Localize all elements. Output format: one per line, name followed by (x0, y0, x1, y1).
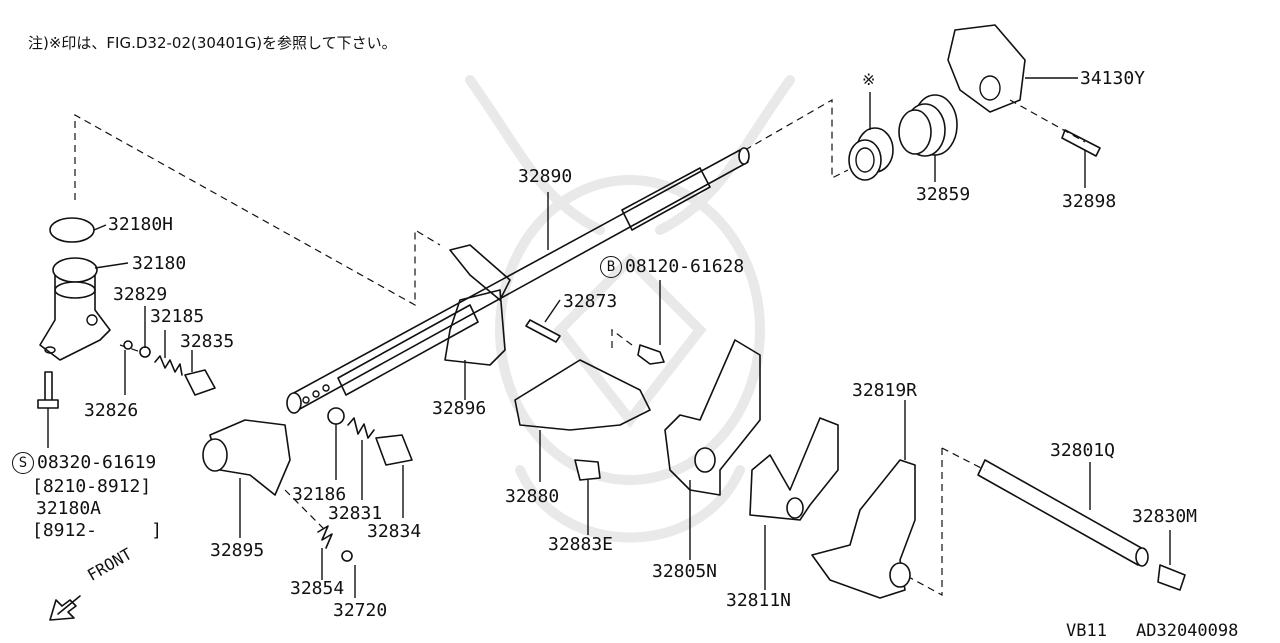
label-08320-text: 08320-61619 (37, 452, 157, 473)
label-32859: 32859 (916, 184, 971, 205)
fork-32819R-hole (889, 562, 911, 588)
reference-note: 注)※印は、FIG.D32-02(30401G)を参照して下さい。 (28, 34, 397, 52)
label-32180A: 32180A (36, 498, 102, 519)
dash-line-rod-right (904, 447, 986, 597)
label-32895: 32895 (210, 540, 265, 561)
s-symbol-icon: S (12, 452, 34, 474)
pin-32898 (1061, 129, 1101, 157)
label-32854: 32854 (290, 578, 345, 599)
dash-line-left (74, 113, 441, 307)
cover-34130Y (947, 24, 1026, 113)
lever-32895 (209, 419, 291, 496)
label-32180H: 32180H (108, 214, 174, 235)
ball-32720 (341, 550, 353, 562)
spring-32854 (317, 525, 333, 549)
label-32805N: 32805N (652, 561, 718, 582)
label-32883E: 32883E (548, 534, 614, 555)
fork-32819R (811, 459, 916, 599)
label-32896: 32896 (432, 398, 487, 419)
label-32890: 32890 (518, 166, 573, 187)
label-8210-range: [8210-8912] (32, 476, 152, 497)
dash-line-spring (284, 489, 326, 531)
spring-32831 (347, 417, 375, 439)
footer-model: VB11 (1066, 621, 1107, 641)
plug-32830M (1157, 564, 1186, 591)
label-8912-range: [8912- ] (32, 520, 163, 541)
leader-lines (47, 77, 1171, 598)
label-32720: 32720 (333, 600, 388, 621)
label-32826: 32826 (84, 400, 139, 421)
bracket-32880 (514, 359, 651, 431)
bolt-08120 (637, 344, 665, 365)
plug-32835 (184, 369, 216, 396)
fork-32805N-hole (694, 447, 716, 473)
ball-32826 (123, 340, 133, 350)
label-32830M: 32830M (1132, 506, 1198, 527)
ball-32829 (139, 346, 151, 358)
label-32880: 32880 (505, 486, 560, 507)
ring-asterisk-part (848, 127, 894, 181)
spring-32185 (154, 355, 183, 376)
label-32819R: 32819R (852, 380, 918, 401)
label-32829: 32829 (113, 284, 168, 305)
label-32811N: 32811N (726, 590, 792, 611)
rod-32801Q (977, 459, 1146, 566)
label-32834: 32834 (367, 521, 422, 542)
watermark-emblem (465, 75, 795, 543)
label-08120-text: 08120-61628 (625, 256, 745, 277)
label-32186: 32186 (292, 484, 347, 505)
label-32873: 32873 (563, 291, 618, 312)
housing-32180 (39, 217, 111, 361)
shift-rod-32890 (286, 147, 750, 414)
rod-32801Q-end (1135, 547, 1149, 567)
shoe-32883E (574, 459, 601, 481)
label-32185: 32185 (150, 306, 205, 327)
boot-32859 (898, 94, 958, 157)
b-symbol-icon: B (600, 256, 622, 278)
cover-hole (979, 75, 1001, 101)
seal-32180H (49, 217, 95, 243)
label-34130Y: 34130Y (1080, 68, 1146, 89)
fork-32811N (749, 417, 839, 521)
lever-boss (202, 438, 228, 472)
label-32180: 32180 (132, 253, 187, 274)
bolt-08320 (37, 371, 59, 409)
label-32801Q: 32801Q (1050, 440, 1116, 461)
dash-line-rod-top (744, 98, 849, 179)
label-32835: 32835 (180, 331, 235, 352)
dash-line-pin (1009, 99, 1086, 143)
fork-32811N-hole (786, 497, 804, 519)
label-32831: 32831 (328, 503, 383, 524)
footer-code: AD32040098 (1136, 621, 1239, 641)
pin-32873 (525, 319, 561, 343)
dash-line-bolt (611, 328, 637, 349)
front-arrow-icon (49, 595, 81, 621)
ball-32186 (327, 407, 345, 425)
plug-32834 (375, 434, 413, 466)
asterisk-mark: ※ (862, 70, 876, 89)
label-32898: 32898 (1062, 191, 1117, 212)
